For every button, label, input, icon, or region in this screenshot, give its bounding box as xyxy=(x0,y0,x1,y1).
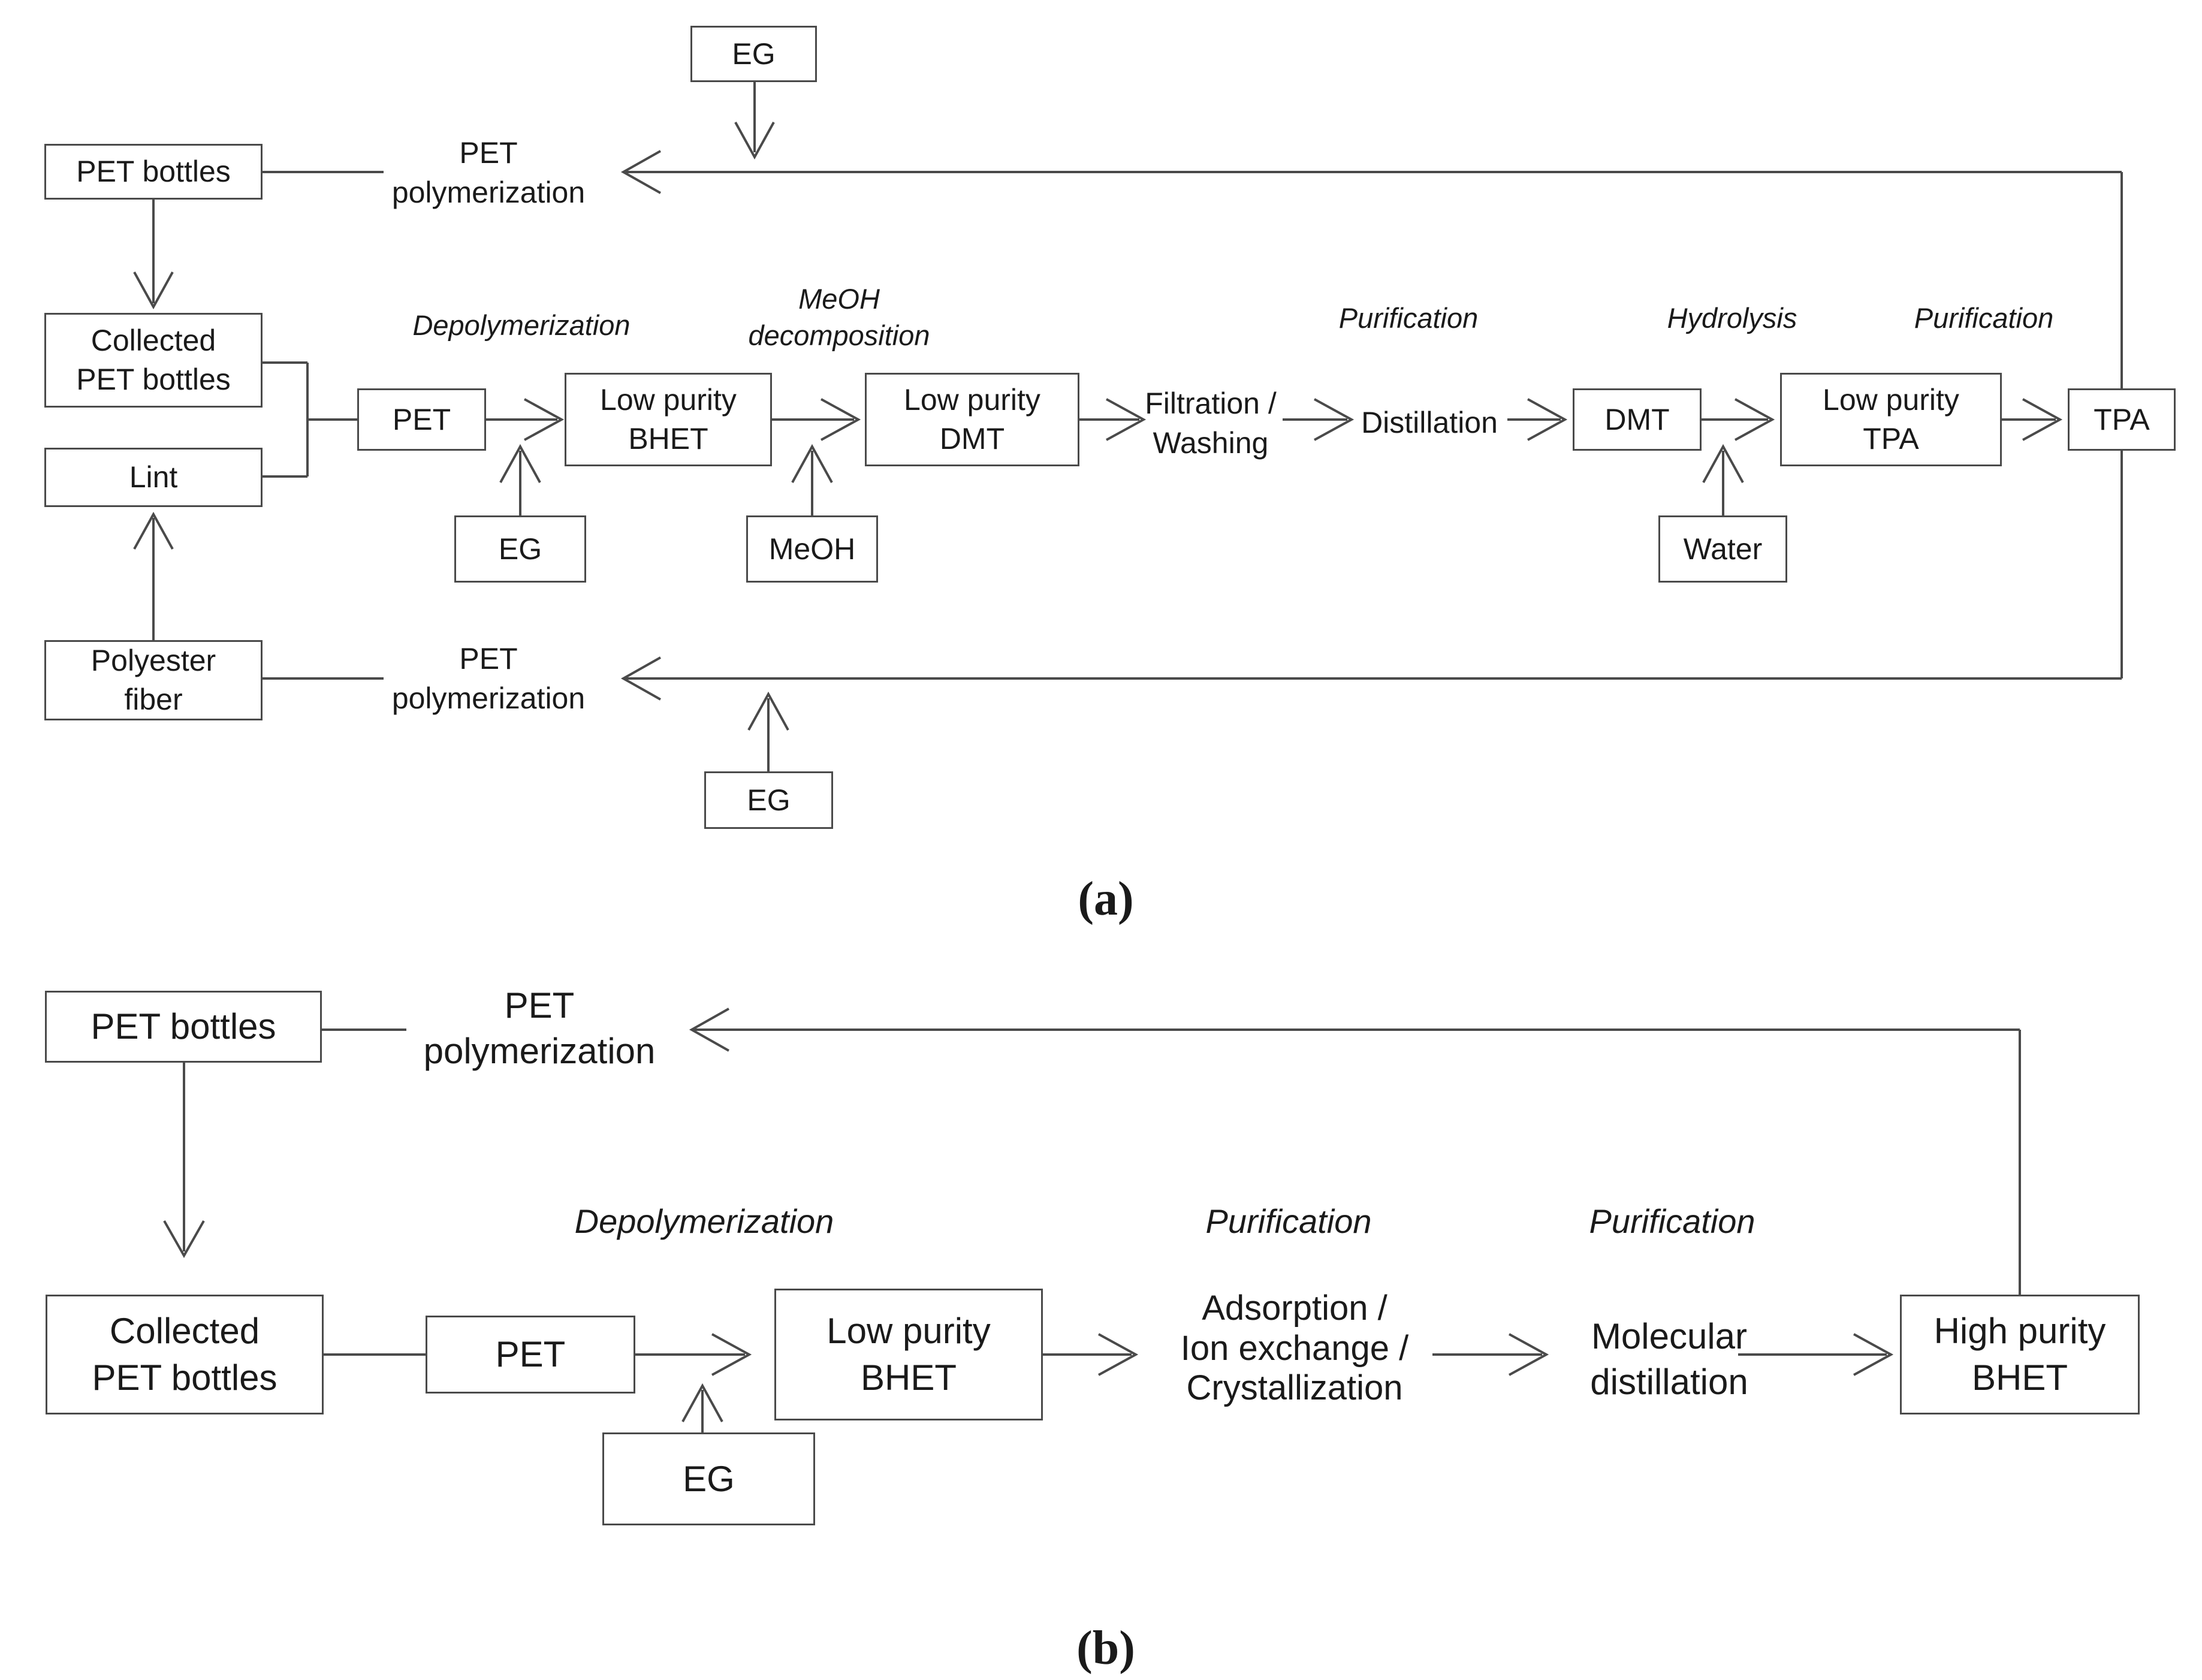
arrowhead-lowtpa-to-tpa xyxy=(2022,398,2063,441)
text-pet-polymerization-top-a: PET polymerization xyxy=(391,136,586,209)
box-eg-bottom-a: EG xyxy=(704,771,833,829)
text-pet-polymerization-b: PET polymerization xyxy=(423,985,656,1072)
caption-a: (a) xyxy=(1078,873,1134,925)
text-filtration-washing: Filtration / Washing xyxy=(1145,387,1277,460)
text-adsorption-ion-exchange-crystallization: Adsorption / Ion exchange / Crystallizat… xyxy=(1180,1289,1409,1408)
arrowhead-eg-top-down-a xyxy=(734,122,775,160)
box-low-purity-tpa: Low purity TPA xyxy=(1780,373,2002,466)
arrowhead-bottom-return-a xyxy=(620,656,661,701)
text-distillation: Distillation xyxy=(1361,406,1498,439)
arrowhead-return-b xyxy=(689,1008,729,1052)
box-low-purity-dmt: Low purity DMT xyxy=(865,373,1079,466)
label-meoh-decomposition: MeOH decomposition xyxy=(748,283,930,352)
box-pet-b: PET xyxy=(426,1316,635,1394)
arrowhead-water-up xyxy=(1702,444,1744,483)
label-purification-2-a: Purification xyxy=(1914,302,2054,334)
arrowhead-meoh-up xyxy=(791,444,833,483)
arrowhead-pet-to-bhet-b xyxy=(711,1333,752,1376)
box-collected-pet-bottles-a: Collected PET bottles xyxy=(44,313,263,408)
text-molecular-distillation: Molecular distillation xyxy=(1590,1316,1748,1402)
box-pet-bottles-a: PET bottles xyxy=(44,144,263,200)
arrowhead-dmt-to-lowtpa xyxy=(1735,398,1775,441)
box-pet-a: PET xyxy=(357,388,486,451)
box-polyester-fiber: Polyester fiber xyxy=(44,640,263,720)
arrowhead-eg-bottom-up-a xyxy=(747,691,789,731)
arrowhead-pet-to-bhet-a xyxy=(524,398,565,441)
box-dmt: DMT xyxy=(1573,388,1702,451)
arrowhead-bhet-to-adsorption xyxy=(1098,1333,1139,1376)
box-low-purity-bhet-b: Low purity BHET xyxy=(774,1289,1043,1420)
box-eg-reagent-b: EG xyxy=(602,1432,815,1525)
label-depolymerization-b: Depolymerization xyxy=(574,1202,834,1240)
arrowhead-top-return-a xyxy=(620,150,661,194)
arrowhead-bhet-to-dmt-a xyxy=(821,398,861,441)
box-high-purity-bhet: High purity BHET xyxy=(1900,1295,2140,1414)
arrowhead-distillation-to-dmt xyxy=(1527,398,1568,441)
arrowhead-adsorption-to-molecular xyxy=(1509,1333,1549,1376)
arrowhead-dmt-to-filtration xyxy=(1106,398,1147,441)
caption-b: (b) xyxy=(1076,1622,1135,1675)
arrowhead-petbottles-down-a xyxy=(133,272,174,310)
label-purification-1-a: Purification xyxy=(1338,302,1479,334)
label-depolymerization-a: Depolymerization xyxy=(412,309,631,341)
label-hydrolysis: Hydrolysis xyxy=(1667,302,1797,334)
box-meoh-reagent: MeOH xyxy=(746,515,878,583)
box-lint: Lint xyxy=(44,448,263,507)
box-collected-pet-bottles-b: Collected PET bottles xyxy=(46,1295,324,1414)
arrowhead-eg-up-b xyxy=(681,1383,723,1422)
arrowhead-filtration-to-distillation xyxy=(1314,398,1355,441)
box-eg-reagent-a: EG xyxy=(454,515,586,583)
box-water-reagent: Water xyxy=(1658,515,1787,583)
arrowhead-petbottles-down-b xyxy=(163,1220,205,1259)
box-eg-top-a: EG xyxy=(690,26,817,82)
arrowhead-eg-reagent-up xyxy=(499,444,541,483)
text-pet-polymerization-bottom-a: PET polymerization xyxy=(391,642,586,715)
box-low-purity-bhet-a: Low purity BHET xyxy=(565,373,772,466)
box-tpa: TPA xyxy=(2068,388,2176,451)
box-pet-bottles-b: PET bottles xyxy=(45,991,322,1063)
arrowhead-molecular-to-hpbhet xyxy=(1853,1333,1894,1376)
label-purification-2-b: Purification xyxy=(1589,1202,1755,1240)
label-purification-1-b: Purification xyxy=(1205,1202,1372,1240)
arrowhead-polyester-up-a xyxy=(133,511,174,550)
